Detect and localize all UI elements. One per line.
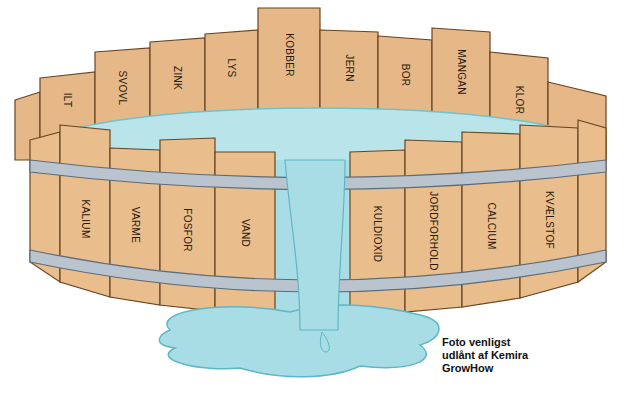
stave-label: KVÆLSTOF bbox=[544, 191, 554, 249]
stave-label: SVOVL bbox=[117, 71, 127, 106]
stave-label: FOSFOR bbox=[182, 208, 192, 251]
stave-label: ILT bbox=[62, 93, 72, 108]
stave-label: CALCIUM bbox=[486, 202, 496, 249]
stave-label: KOBBER bbox=[284, 33, 294, 76]
stave-label: BOR bbox=[400, 64, 410, 87]
stave-label: KALIUM bbox=[80, 199, 90, 238]
stave-label: ZINK bbox=[172, 66, 182, 90]
stave-label: JORDFORHOLD bbox=[428, 191, 438, 270]
stave-label: VAND bbox=[240, 219, 250, 247]
photo-credit: Foto venligst udlånt af Kemira GrowHow bbox=[442, 336, 546, 376]
stave-label: LYS bbox=[226, 58, 236, 77]
stave-label: KULDIOXID bbox=[372, 206, 382, 263]
stave-label: KLOR bbox=[514, 86, 524, 114]
stave-label: MANGAN bbox=[456, 49, 466, 95]
stave-label: VARME bbox=[130, 207, 140, 243]
stave-label: JERN bbox=[344, 54, 354, 81]
